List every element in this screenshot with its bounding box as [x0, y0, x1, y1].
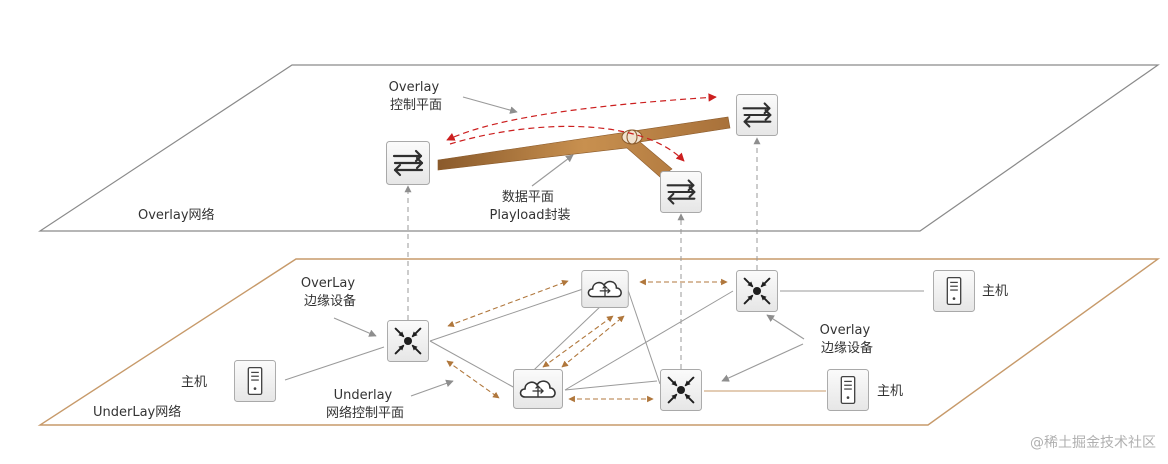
edge-device-mid — [659, 369, 703, 411]
host-left — [233, 360, 277, 402]
watermark: @稀土掘金技术社区 — [1030, 435, 1156, 451]
overlay-control-plane-arcs — [446, 93, 717, 162]
host-right-top-label: 主机 — [982, 284, 1008, 299]
edge-device-right — [735, 270, 779, 312]
router-bottom — [513, 369, 563, 409]
overlay-control-plane-label: Overlay 控制平面 — [389, 80, 444, 113]
overlay-edge-left-label: OverLay 边缘设备 — [301, 276, 359, 309]
underlay-plane-label: UnderLay网络 — [93, 404, 181, 420]
edge-device-left — [386, 320, 430, 362]
overlay-switch-mid — [659, 171, 703, 213]
vertical-mapping-links — [404, 137, 761, 369]
host-left-label: 主机 — [181, 375, 207, 390]
overlay-plane-label: Overlay网络 — [138, 207, 215, 223]
router-top — [580, 270, 630, 308]
host-right-bottom-label: 主机 — [877, 384, 903, 399]
underlay-control-plane-label: Underlay 网络控制平面 — [326, 388, 404, 421]
overlay-switch-right — [735, 94, 779, 136]
data-plane-label: 数据平面 Playload封装 — [490, 190, 571, 223]
host-right-top — [932, 270, 976, 312]
annotation-pointers — [333, 96, 805, 397]
overlay-switch-left — [386, 141, 430, 185]
overlay-edge-right-label: Overlay 边缘设备 — [820, 323, 875, 356]
host-right-bottom — [826, 369, 870, 411]
underlay-control-arrows — [446, 278, 728, 403]
